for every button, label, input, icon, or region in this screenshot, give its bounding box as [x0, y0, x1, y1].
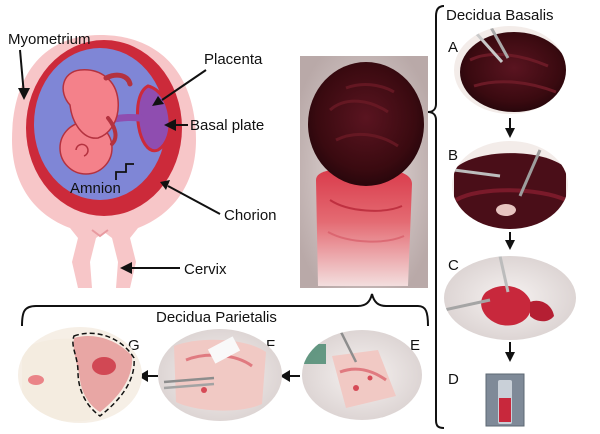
panel-label-b: B [448, 147, 458, 164]
arrow-chorion [160, 180, 170, 190]
placenta-photo [300, 56, 428, 288]
label-decidua-basalis: Decidua Basalis [446, 7, 554, 24]
arrow-myometrium [18, 88, 30, 100]
label-decidua-parietalis: Decidua Parietalis [156, 309, 277, 326]
chorion-membrane [316, 168, 412, 286]
label-basal-plate: Basal plate [190, 117, 264, 134]
decidua-parietalis-section: Decidua Parietalis E F [18, 293, 429, 423]
arrow-a-to-b [505, 128, 515, 138]
panel-e: E [302, 330, 422, 420]
arrow-cervix [120, 262, 132, 274]
label-chorion: Chorion [224, 207, 277, 224]
panel-c: C [444, 256, 576, 340]
diagram-labels: Myometrium Placenta Basal plate Amnion C… [8, 31, 277, 278]
label-cervix: Cervix [184, 261, 227, 278]
panel-label-d: D [448, 371, 459, 388]
uterus-diagram [12, 35, 196, 288]
placenta-disc-photo [308, 62, 424, 186]
fetus [59, 69, 133, 175]
arrow-f-to-g [138, 370, 148, 382]
panel-d: D [448, 371, 525, 427]
panel-b: B [448, 141, 568, 229]
panel-g: G [18, 327, 142, 423]
panel-label-c: C [448, 257, 459, 274]
dashed-outline [72, 332, 135, 417]
arrow-b-to-c [505, 240, 515, 250]
arrow-placenta [152, 96, 164, 106]
arrow-basal-plate [164, 119, 176, 131]
arrow-e-to-f [280, 370, 290, 382]
decidua-basalis-section: Decidua Basalis A B [427, 5, 576, 429]
panel-label-e: E [410, 337, 420, 354]
label-placenta: Placenta [204, 51, 263, 68]
panel-f: F [158, 329, 282, 421]
panel-label-f: F [266, 337, 275, 354]
panel-a: A [448, 26, 566, 114]
panel-label-a: A [448, 39, 458, 56]
arrow-c-to-d [505, 352, 515, 362]
label-myometrium: Myometrium [8, 31, 91, 48]
panel-label-g: G [128, 337, 140, 354]
label-amnion: Amnion [70, 180, 121, 197]
